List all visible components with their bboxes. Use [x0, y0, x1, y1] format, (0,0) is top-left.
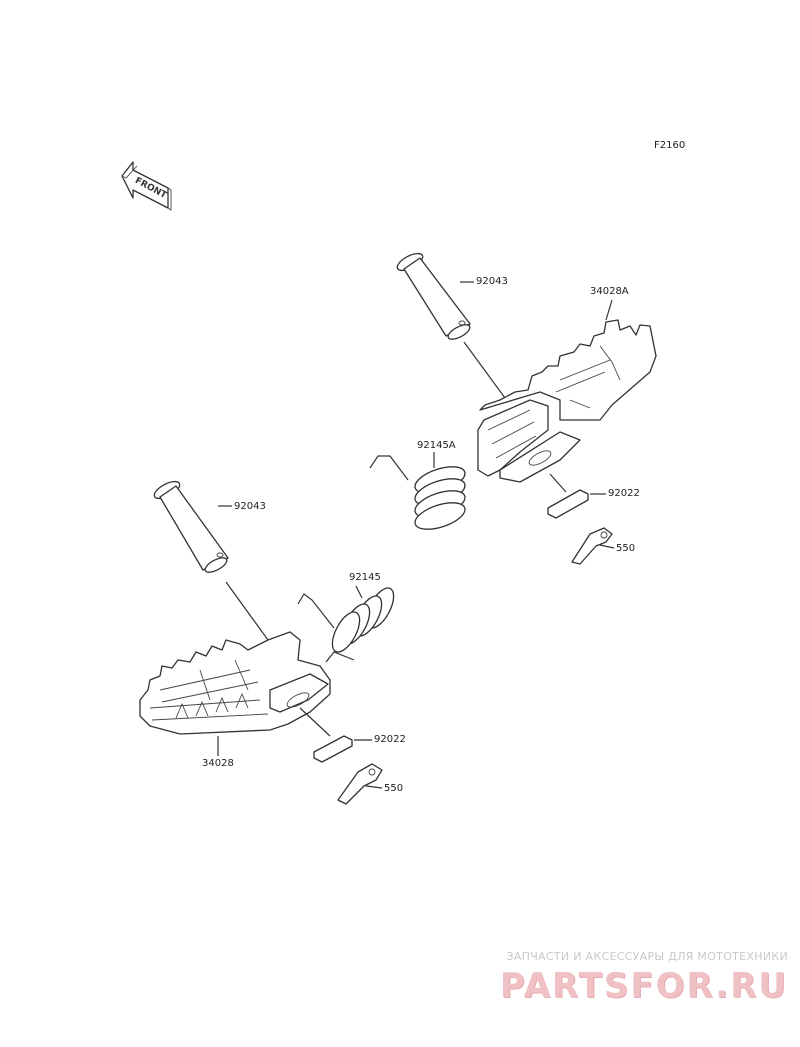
label-spring-right: 92145A: [417, 440, 456, 451]
label-spring-left: 92145: [349, 572, 381, 583]
washer-right: [547, 473, 589, 519]
diagram-code: F2160: [654, 140, 686, 151]
label-pin-left: 92043: [234, 501, 266, 512]
spring-right: [369, 455, 466, 530]
watermark-tagline: ЗАПЧАСТИ И АКСЕССУАРЫ ДЛЯ МОТОТЕХНИКИ: [506, 950, 788, 963]
label-footpeg-left: 34028: [202, 758, 234, 769]
label-cotter-left: 550: [384, 783, 404, 794]
label-pin-right: 92043: [476, 276, 508, 287]
label-washer-right: 92022: [608, 488, 640, 499]
label-footpeg-right: 34028A: [590, 286, 629, 297]
cotter-left: [337, 763, 383, 805]
label-cotter-right: 550: [616, 543, 636, 554]
footpeg-right: [477, 319, 657, 483]
cotter-right: [571, 527, 613, 565]
pin-right: [396, 252, 471, 340]
pin-left: [153, 480, 229, 573]
watermark-brand: PARTSFOR.RU: [499, 966, 788, 1006]
front-arrow-icon: FRONT: [121, 161, 172, 211]
footpeg-left: [139, 631, 331, 735]
washer-left: [299, 707, 353, 763]
label-washer-left: 92022: [374, 734, 406, 745]
spring-left: [297, 587, 395, 663]
